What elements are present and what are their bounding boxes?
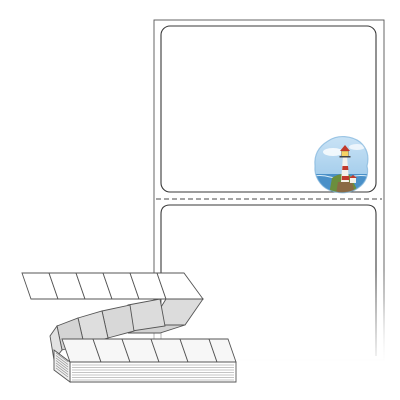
fanfold-stack-side-edge [55, 360, 69, 370]
fanfold-stack-icon [21, 272, 237, 383]
fanfold-stack-side-edge [55, 355, 69, 365]
fanfold-stack-side-edge [55, 357, 69, 368]
fanfold-diagonal-strip [49, 298, 204, 362]
fanfold-stack-side-edge [55, 367, 69, 378]
fanfold-top-strip [21, 272, 204, 300]
fanfold-stack-side-edge [55, 352, 69, 363]
lighthouse-icon [314, 136, 369, 194]
fanfold-stack-side-edge [55, 362, 69, 373]
fanfold-bottom-row [61, 338, 237, 363]
fanfold-stack-side-edge [55, 365, 69, 375]
fanfold-stack-edges [55, 352, 234, 381]
